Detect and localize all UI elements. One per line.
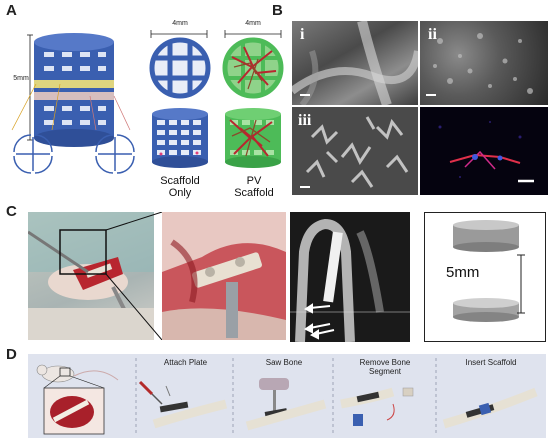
scaffold-cylinder-diagram xyxy=(11,33,135,174)
sem-image-i xyxy=(292,21,418,105)
microct-box xyxy=(424,212,546,342)
saw-bone-illustration xyxy=(245,378,327,431)
surgery-photo-zoom xyxy=(162,212,286,340)
caption-pv-scaffold: PV Scaffold xyxy=(222,175,286,199)
step-saw-bone-label: Saw Bone xyxy=(265,358,303,367)
pv-scaffold-side-view xyxy=(225,108,281,168)
panel-b-label: B xyxy=(272,2,283,19)
sub-label-iii: iii xyxy=(298,112,312,129)
caption-scaffold-only-text: Scaffold Only xyxy=(160,175,200,199)
width-label-left: 4mm xyxy=(172,20,188,27)
microct-scale-label: 5mm xyxy=(446,264,480,281)
height-dimension-label: 5mm xyxy=(13,75,29,82)
zoom-connector-lines xyxy=(105,212,163,340)
step-insert-scaffold-label: Insert Scaffold xyxy=(465,358,517,367)
sub-label-i: i xyxy=(300,26,305,43)
panel-d-label: D xyxy=(6,346,17,363)
pv-scaffold-top-view xyxy=(222,37,284,99)
remove-bone-illustration xyxy=(340,387,414,426)
step-attach-plate-label: Attach Plate xyxy=(163,358,208,367)
panel-a-label: A xyxy=(6,2,17,19)
width-dimension-lines xyxy=(150,30,282,38)
scaffold-only-top-view xyxy=(149,37,211,99)
width-label-right: 4mm xyxy=(245,20,261,27)
fluorescence-image xyxy=(420,107,548,195)
attach-plate-illustration xyxy=(138,380,228,429)
surgery-photo-overview xyxy=(28,212,154,340)
scaffold-only-side-view xyxy=(152,108,208,168)
step-dividers xyxy=(135,358,437,434)
xray-image xyxy=(290,212,410,342)
sem-image-ii xyxy=(420,21,548,105)
panel-c-label: C xyxy=(6,203,17,220)
caption-pv-scaffold-text: PV Scaffold xyxy=(234,175,274,199)
sem-image-iii xyxy=(292,107,418,195)
caption-scaffold-only: Scaffold Only xyxy=(148,175,212,199)
mouse-femur-illustration xyxy=(36,364,119,435)
sub-label-ii: ii xyxy=(428,26,437,43)
step-remove-bone-label: Remove Bone Segment xyxy=(359,358,411,376)
insert-scaffold-illustration xyxy=(442,387,538,429)
procedure-strip: Attach Plate Saw Bone Remove Bone Segmen… xyxy=(28,354,546,438)
